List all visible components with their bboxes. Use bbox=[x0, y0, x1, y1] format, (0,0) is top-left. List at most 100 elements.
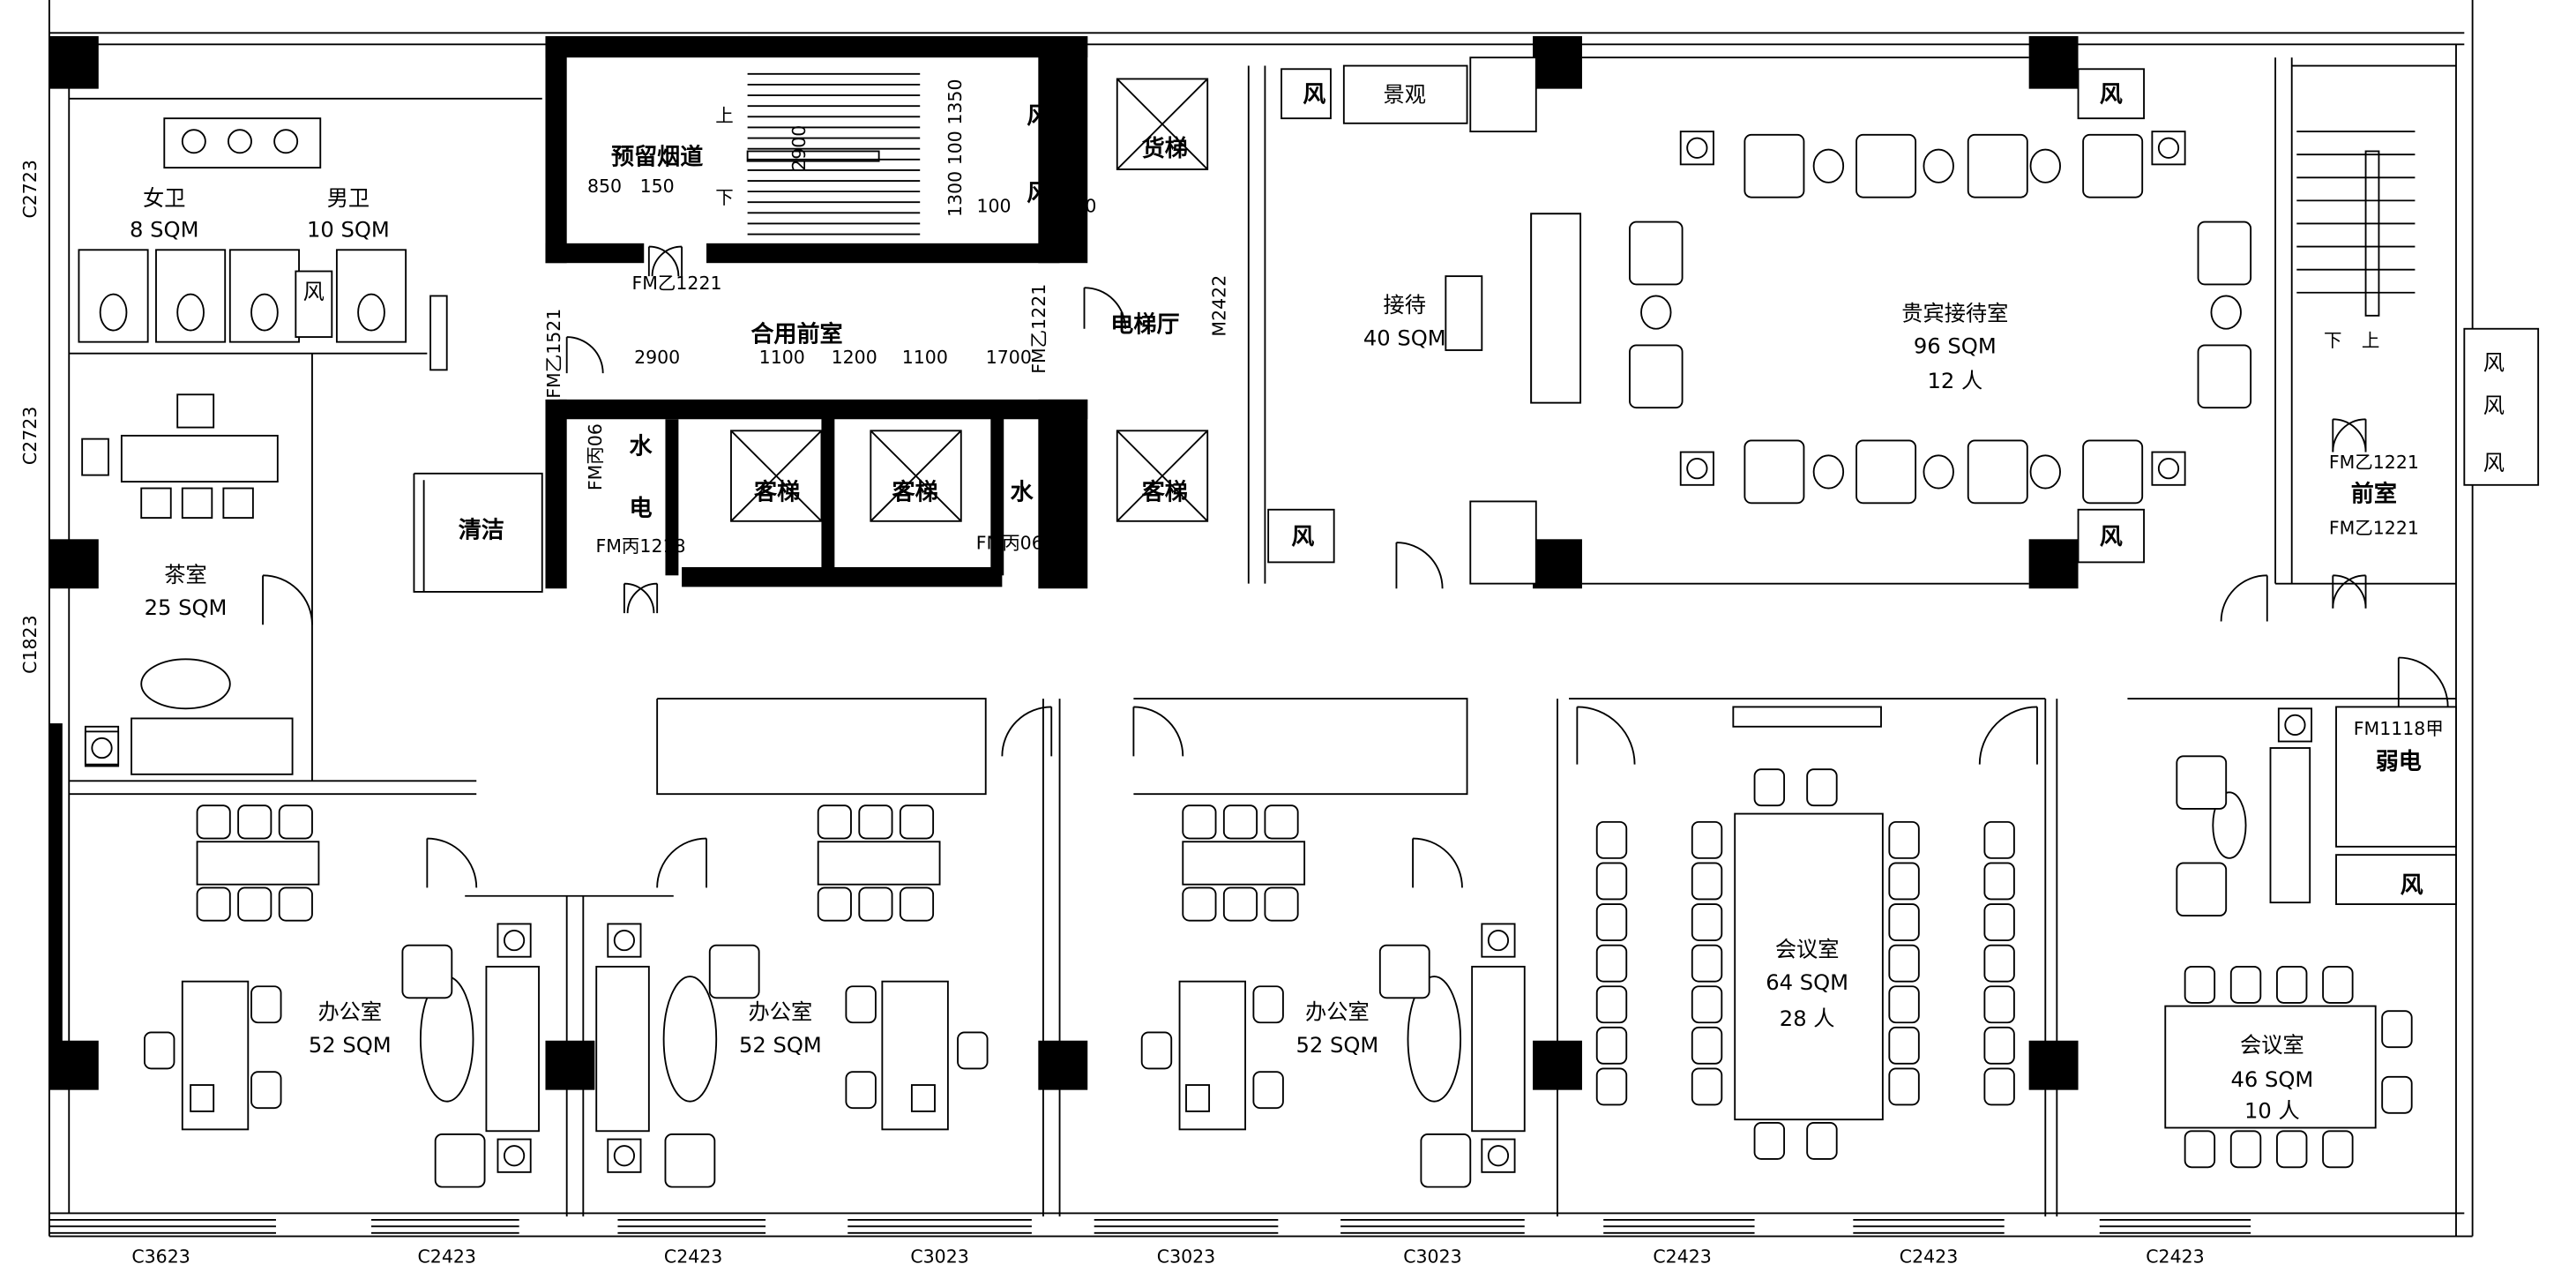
chair-icon bbox=[1691, 985, 1723, 1024]
chair-icon bbox=[1222, 886, 1258, 922]
chair-icon bbox=[1222, 804, 1258, 840]
chair-icon bbox=[250, 1071, 282, 1110]
toilet-icon bbox=[99, 293, 128, 332]
dimension: 1100 bbox=[759, 347, 805, 368]
room-name-landscape: 景观 bbox=[1384, 83, 1426, 108]
chair-icon bbox=[2184, 1130, 2216, 1169]
room-name-weak-current: 弱电 bbox=[2376, 749, 2422, 775]
passenger-lift: 客梯 bbox=[1142, 479, 1188, 506]
chair-icon bbox=[817, 804, 852, 840]
room-area-meeting: 46 SQM bbox=[2230, 1067, 2313, 1092]
side-table bbox=[1812, 454, 1845, 490]
chair-icon bbox=[1595, 944, 1628, 983]
chair-icon bbox=[1182, 804, 1217, 840]
chair-icon bbox=[1888, 820, 1920, 859]
room-area-reception: 40 SQM bbox=[1363, 325, 1446, 350]
chair-icon bbox=[1629, 221, 1684, 286]
phone-icon bbox=[190, 1084, 215, 1112]
room-name-shared-lobby: 合用前室 bbox=[750, 321, 842, 348]
chair-icon bbox=[2197, 344, 2252, 409]
phone-icon bbox=[910, 1084, 936, 1112]
chair-icon bbox=[1691, 903, 1723, 941]
room-area-office: 52 SQM bbox=[739, 1033, 822, 1058]
toilet-icon bbox=[176, 293, 205, 332]
chair-icon bbox=[2197, 221, 2252, 286]
lamp-icon bbox=[2277, 707, 2313, 743]
window-code: C2723 bbox=[19, 407, 41, 465]
chair-icon bbox=[957, 1031, 989, 1070]
door-swing bbox=[1083, 287, 1127, 329]
chair-icon bbox=[845, 1071, 877, 1110]
room-area-female-wc: 8 SQM bbox=[130, 217, 198, 242]
chair-icon bbox=[2381, 1010, 2413, 1049]
chair-icon bbox=[196, 804, 231, 840]
vent-shaft: 风 bbox=[1303, 82, 1325, 108]
phone-icon bbox=[1185, 1084, 1211, 1112]
sink-icon bbox=[273, 129, 299, 154]
doors[interactable] bbox=[262, 245, 2449, 888]
chair-icon bbox=[2184, 965, 2216, 1004]
room-name-female-wc: 女卫 bbox=[143, 186, 185, 211]
chair-icon bbox=[1983, 820, 2015, 859]
lamp-icon bbox=[2157, 137, 2180, 159]
side-table bbox=[2029, 454, 2061, 490]
freight-lift: 货梯 bbox=[1142, 135, 1188, 162]
door-swing bbox=[2332, 418, 2367, 453]
lamp-icon bbox=[1487, 1145, 1510, 1167]
vent-shaft: 风 bbox=[1291, 524, 1314, 550]
door-swing bbox=[1978, 706, 2038, 765]
lamp-icon bbox=[1679, 451, 1714, 486]
sink-icon bbox=[181, 129, 206, 154]
chair-icon bbox=[2381, 1075, 2413, 1114]
lamp-icon bbox=[503, 929, 526, 952]
chair-icon bbox=[1983, 1067, 2015, 1106]
lamp-icon bbox=[1686, 458, 1708, 480]
chair-icon bbox=[1420, 1133, 1472, 1188]
vent-shaft: 风 bbox=[1027, 103, 1049, 130]
chair-icon bbox=[2322, 1130, 2354, 1169]
chair-icon bbox=[1753, 1122, 1786, 1160]
vent-shaft: 风 bbox=[1027, 180, 1049, 206]
chair-icon bbox=[1264, 804, 1299, 840]
room-name-office: 办公室 bbox=[749, 1000, 813, 1025]
chair-icon bbox=[1264, 886, 1299, 922]
elevator-cross bbox=[870, 430, 962, 522]
chair-icon bbox=[1182, 886, 1217, 922]
door-swing bbox=[1001, 706, 1053, 757]
vent-shaft: 风 bbox=[2483, 350, 2505, 375]
stair-left bbox=[746, 72, 921, 236]
room-area-meeting: 64 SQM bbox=[1766, 970, 1848, 995]
window-code: C2423 bbox=[664, 1245, 722, 1267]
dimension: 1300 100 1350 bbox=[945, 79, 966, 217]
room-area-office: 52 SQM bbox=[309, 1033, 392, 1058]
lamp-icon bbox=[497, 1138, 532, 1173]
chair-icon bbox=[2322, 965, 2354, 1004]
elevators bbox=[730, 78, 1209, 522]
lamp-icon bbox=[2151, 131, 2186, 166]
dimension: 100 bbox=[1062, 195, 1096, 216]
chair-icon bbox=[1888, 1026, 1920, 1065]
chair-icon bbox=[2276, 1130, 2308, 1169]
door-code: FM乙1521 bbox=[543, 309, 564, 399]
door-code: FM丙1218 bbox=[595, 535, 685, 557]
lamp-icon bbox=[613, 929, 636, 952]
room-name-vip: 贵宾接待室 bbox=[1901, 301, 2008, 325]
chair-icon bbox=[1743, 133, 1805, 198]
door-swing bbox=[1412, 837, 1463, 888]
chair-icon bbox=[1888, 944, 1920, 983]
chair-icon bbox=[708, 944, 760, 999]
door-code: FM1118甲 bbox=[2354, 718, 2444, 739]
room-area-office: 52 SQM bbox=[1295, 1033, 1378, 1058]
chair-icon bbox=[144, 1031, 175, 1070]
chair-icon bbox=[1691, 820, 1723, 859]
room-name-anteroom: 前室 bbox=[2351, 480, 2397, 507]
chair-icon bbox=[1595, 820, 1628, 859]
lamp-icon bbox=[613, 1145, 636, 1167]
window-code: C1823 bbox=[19, 615, 41, 673]
chair-icon bbox=[278, 886, 313, 922]
door-codes: FM乙1221 FM乙1521 FM乙1221 FM丙06 FM丙1218 FM… bbox=[543, 273, 1055, 557]
chair-icon bbox=[858, 804, 893, 840]
door-code: FM乙1221 bbox=[631, 273, 721, 294]
outer-walls bbox=[48, 0, 2474, 1238]
vent-shaft: 风 bbox=[2100, 524, 2123, 550]
